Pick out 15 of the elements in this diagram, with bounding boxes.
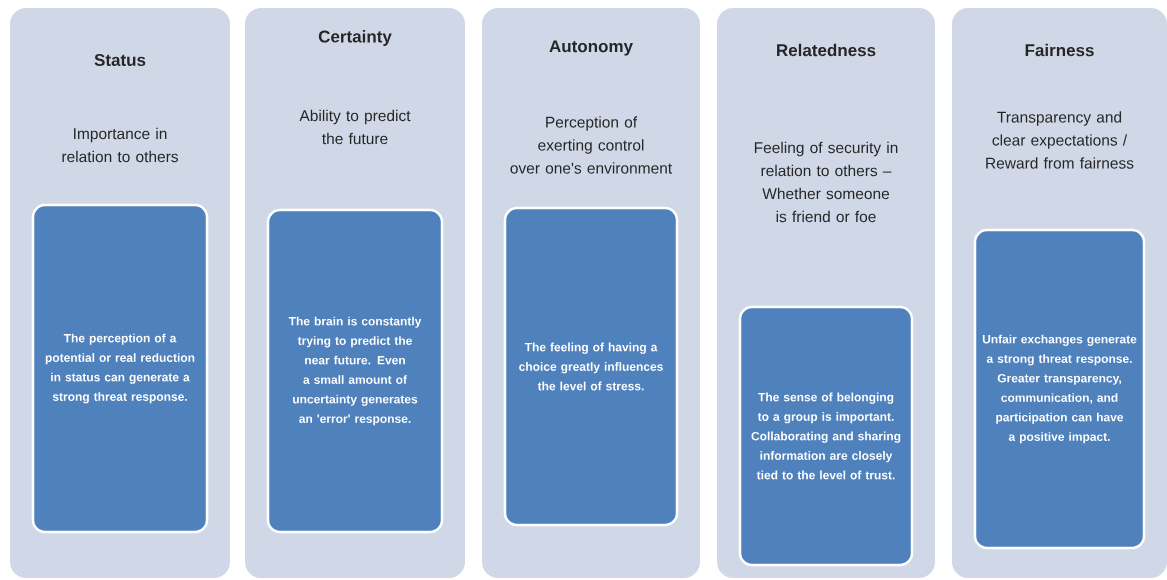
column-heading: Autonomy — [549, 40, 633, 56]
text-box: The brain is constantly trying to predict the near future. Even a small amount of uncertainty generates an 'error' response. — [266, 208, 444, 534]
column-heading: Fairness — [1025, 43, 1094, 57]
text-box: The feeling of having a choice greatly influences the level of stress. — [503, 206, 679, 527]
text-box: The sense of belonging to a group is important. Collaborating and sharing information are closely tied to the level of trust. — [738, 305, 914, 567]
column-description: Ability to predict the future — [299, 109, 411, 145]
column-description: Perception of exerting control over one's environment — [510, 116, 672, 174]
column-heading: Status — [94, 54, 146, 66]
text-box: Unfair exchanges generate a strong threat response. Greater transparency, communication, and participation can have a positive impact. — [973, 228, 1146, 550]
column-heading: Certainty — [318, 30, 392, 46]
column-description: Importance in relation to others — [62, 127, 178, 163]
column-description: Feeling of security in relation to others – Whether someone is friend or foe — [754, 141, 898, 223]
column-description: Transparency and clear expectations / Reward from fairness — [986, 111, 1134, 169]
column-heading: Relatedness — [777, 43, 876, 57]
text-box: The perception of a potential or real reduction in status can generate a strong threat response. — [31, 203, 209, 534]
